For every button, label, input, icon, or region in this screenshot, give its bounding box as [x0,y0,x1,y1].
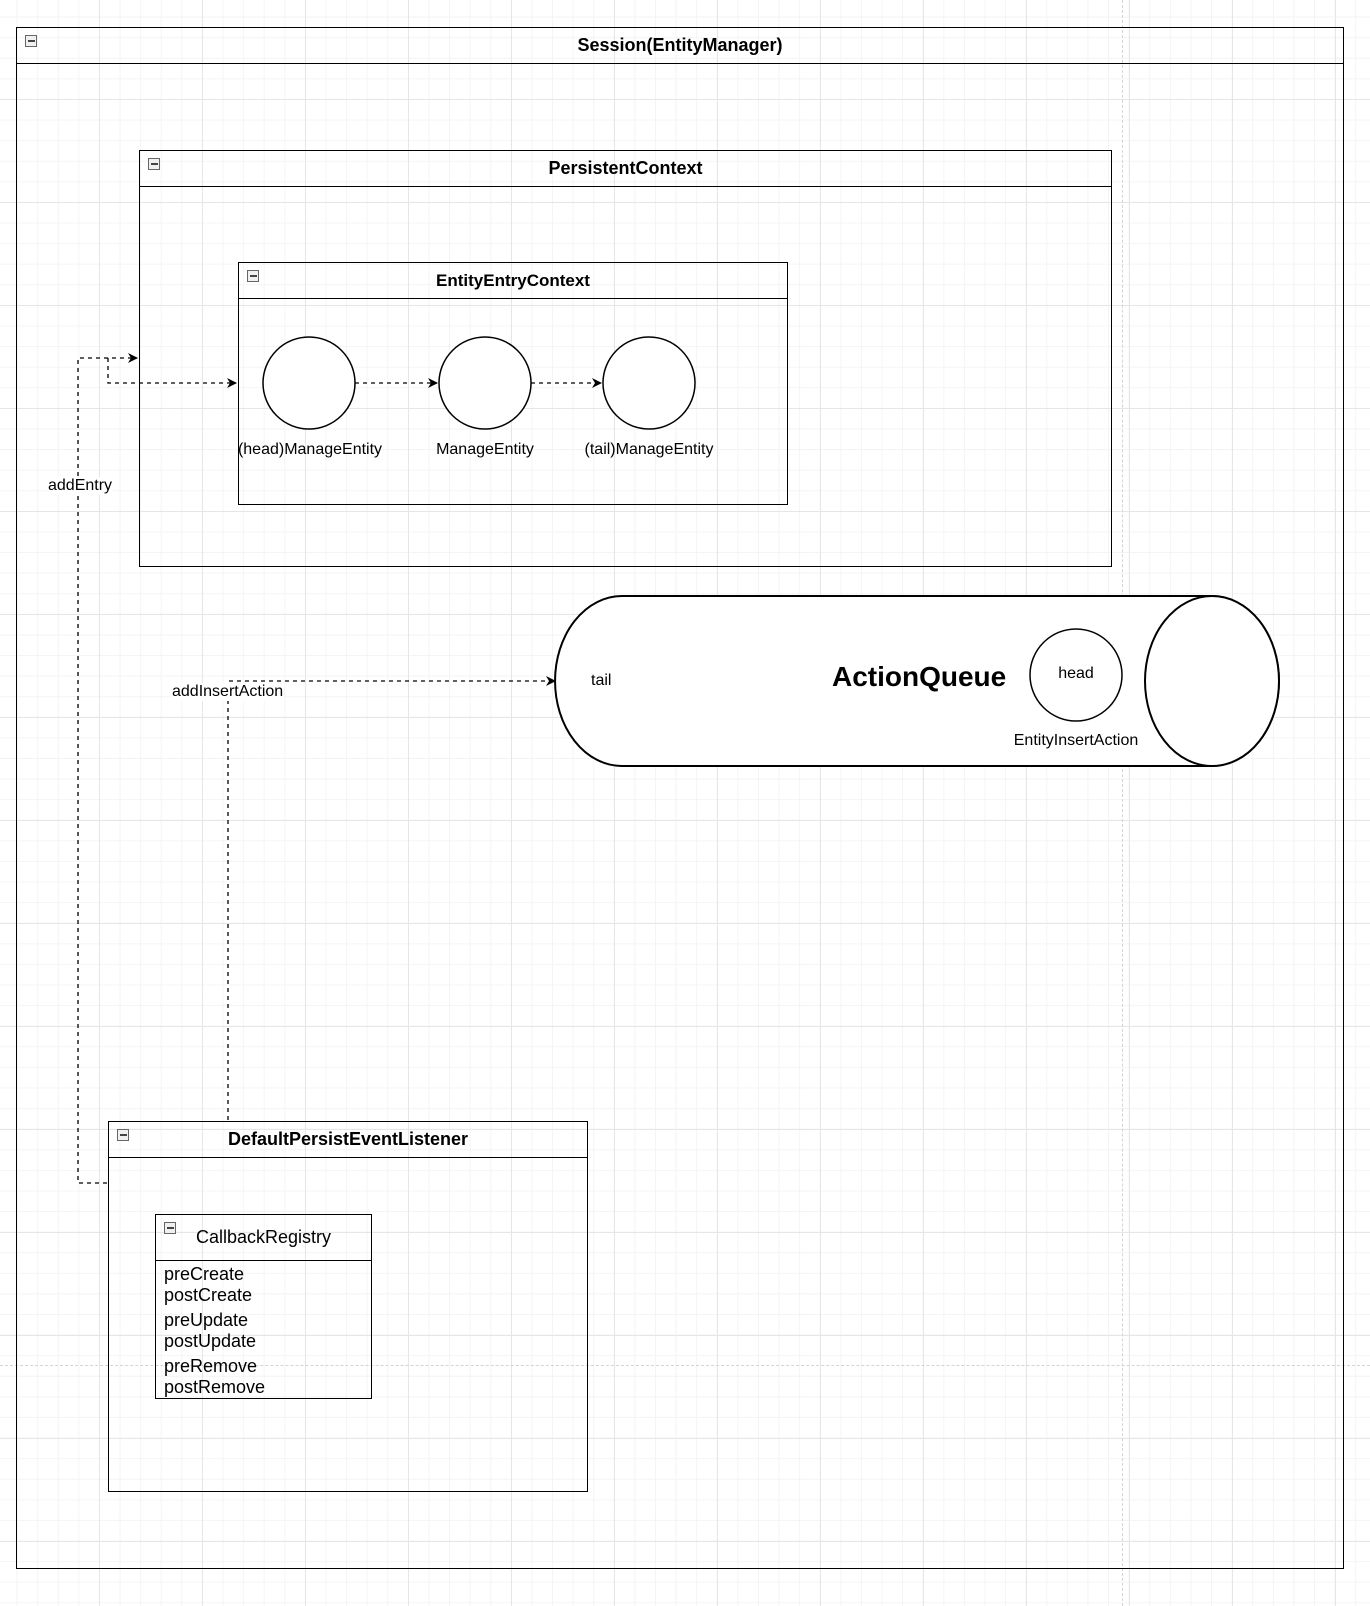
callback-item[interactable]: postCreate [164,1285,253,1305]
action-queue-tail-label: tail [591,672,612,689]
edge-add-entry-branch[interactable] [107,358,237,388]
collapse-icon[interactable] [164,1222,176,1234]
entity-entry-context-container[interactable]: EntityEntryContext [238,262,788,505]
callback-item[interactable]: preRemove [164,1356,258,1376]
persist-event-listener-header: DefaultPersistEventListener [109,1122,587,1158]
callback-item[interactable]: preUpdate [164,1310,249,1330]
entity-node-middle[interactable] [438,336,532,430]
persist-event-listener-container[interactable]: DefaultPersistEventListener [108,1121,588,1492]
add-entry-label: addEntry [47,477,114,495]
entity-node-head-label: (head)ManageEntity [237,441,383,458]
collapse-icon[interactable] [247,270,259,282]
entity-node-middle-label: ManageEntity [436,441,534,458]
persistent-context-title: PersistentContext [548,158,703,178]
action-queue-cylinder-end [1144,595,1280,767]
callback-registry-container[interactable]: CallbackRegistry preCreate postCreate pr… [155,1214,372,1399]
entity-node-head[interactable] [262,336,356,430]
persistent-context-header: PersistentContext [140,151,1111,187]
entity-node-tail[interactable] [602,336,696,430]
collapse-icon[interactable] [25,35,37,47]
action-queue-head-caption: EntityInsertAction [1013,732,1139,749]
guide-line-vertical [1122,0,1123,1606]
edge-add-insert-action[interactable] [227,676,556,1120]
session-header: Session(EntityManager) [17,28,1343,64]
callback-registry-header: CallbackRegistry [156,1215,371,1261]
add-insert-action-label: addInsertAction [171,683,285,701]
persistent-context-container[interactable]: PersistentContext [139,150,1112,567]
entity-entry-context-title: EntityEntryContext [436,270,590,290]
callback-item[interactable]: postRemove [164,1377,266,1397]
entity-node-tail-label: (tail)ManageEntity [584,441,714,458]
persist-event-listener-title: DefaultPersistEventListener [227,1129,469,1149]
action-queue-head-label: head [1058,665,1094,682]
collapse-icon[interactable] [148,158,160,170]
guide-line-horizontal [0,1365,1370,1366]
entity-entry-context-header: EntityEntryContext [239,263,787,299]
collapse-icon[interactable] [117,1129,129,1141]
callback-registry-title: CallbackRegistry [195,1227,332,1247]
callback-item[interactable]: postUpdate [164,1331,257,1351]
action-queue-head-node[interactable] [1029,628,1123,722]
callback-list: preCreate postCreate preUpdate postUpdat… [156,1261,371,1401]
callback-item[interactable]: preCreate [164,1264,245,1284]
session-title: Session(EntityManager) [577,35,783,55]
session-container[interactable]: Session(EntityManager) [16,27,1344,1569]
action-queue-title: ActionQueue [832,661,1007,692]
